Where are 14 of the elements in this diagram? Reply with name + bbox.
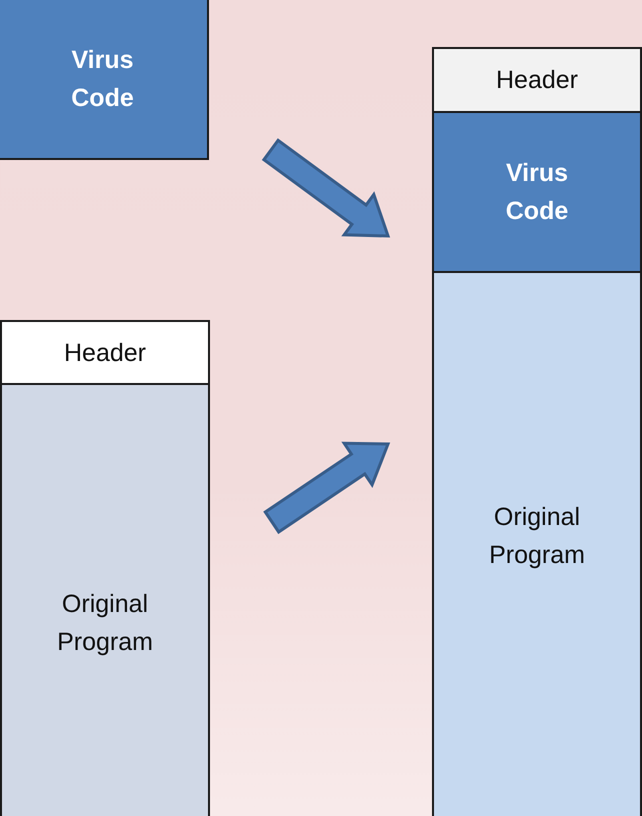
- block-arrow: [262, 138, 390, 238]
- block-label: Virus Code: [504, 158, 570, 227]
- block-label: Original Program: [56, 589, 154, 658]
- program-block: [0, 383, 210, 816]
- header-block: [0, 320, 210, 385]
- program-block: [432, 271, 642, 816]
- header-block: [432, 47, 642, 113]
- virus-code-block: [432, 111, 642, 273]
- block-label: Header: [64, 338, 146, 368]
- block-arrow: [263, 442, 390, 534]
- block-label: Virus Code: [70, 45, 135, 114]
- block-label: Original Program: [488, 502, 586, 571]
- virus-code-block: [0, 0, 209, 160]
- block-label: Header: [496, 65, 578, 96]
